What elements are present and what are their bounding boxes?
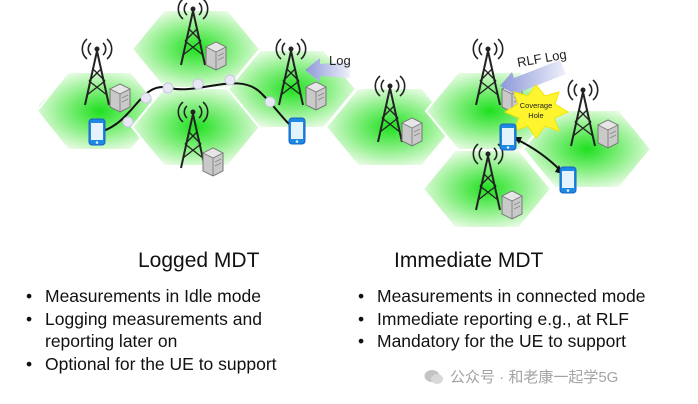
smartphone-icon: [88, 118, 106, 146]
rlf-log-arrow: [500, 60, 566, 98]
base-station-icon: [401, 117, 423, 147]
base-station-icon: [597, 119, 619, 149]
mdt-network-diagram: Log RLF Log Coverage Hole: [35, 0, 653, 229]
starburst-icon: [503, 84, 570, 139]
smartphone-icon: [499, 123, 517, 151]
watermark: 公众号 · 和老康一起学5G: [424, 366, 618, 387]
coverage-hole-label-line1: Coverage: [520, 101, 553, 110]
cell-5: [324, 87, 456, 167]
list-item: Measurements in Idle mode: [23, 285, 328, 308]
wechat-icon: [424, 370, 443, 384]
coverage-hole-label-line2: Hole: [528, 111, 543, 120]
logged-measurement-points: [122, 74, 276, 128]
immediate-mdt-bullets: Measurements in connected mode Immediate…: [355, 285, 685, 353]
cell-1: [35, 71, 165, 151]
log-upload-arrow: [305, 58, 350, 82]
list-item: Logging measurements and reporting later…: [23, 308, 328, 353]
list-item: Immediate reporting e.g., at RLF: [355, 308, 685, 331]
immediate-mdt-title: Immediate MDT: [394, 249, 544, 272]
logged-mdt-title: Logged MDT: [138, 249, 260, 272]
smartphone-icon: [559, 166, 577, 194]
list-item: Optional for the UE to support: [23, 353, 328, 376]
ue-trajectory-logged: [99, 82, 297, 133]
list-item: Mandatory for the UE to support: [355, 330, 685, 353]
list-item: Measurements in connected mode: [355, 285, 685, 308]
base-station-icon: [501, 190, 523, 220]
watermark-text: 公众号 · 和老康一起学5G: [450, 369, 619, 386]
smartphone-icon: [288, 117, 306, 145]
base-station-icon: [109, 83, 131, 113]
log-arrow-label: Log: [329, 53, 351, 68]
logged-mdt-bullets: Measurements in Idle mode Logging measur…: [23, 285, 328, 375]
base-station-icon: [205, 41, 227, 71]
base-station-icon: [305, 81, 327, 111]
base-station-icon: [202, 147, 224, 177]
ue-trajectory-immediate: [517, 139, 561, 171]
